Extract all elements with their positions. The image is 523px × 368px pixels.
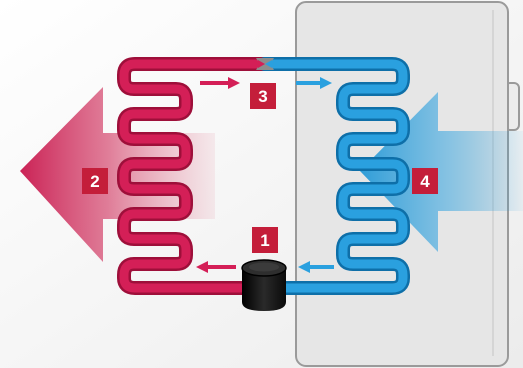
step-badge-4: 4 [412, 168, 438, 194]
step-badge-2: 2 [82, 168, 108, 194]
step-number-4: 4 [420, 172, 430, 191]
step-badge-3: 3 [250, 83, 276, 109]
step-number-1: 1 [260, 231, 269, 250]
flow-arrow-bottom-hot [196, 261, 236, 273]
flow-arrow-top-cold [296, 77, 332, 89]
compressor-icon [241, 259, 287, 311]
step-number-2: 2 [90, 172, 99, 191]
step-badge-1: 1 [252, 227, 278, 253]
expansion-valve [256, 58, 274, 70]
flow-arrow-bottom-cold [298, 261, 334, 273]
condenser-coil [117, 57, 272, 295]
step-number-3: 3 [258, 87, 267, 106]
flow-arrow-top-hot [200, 77, 240, 89]
evaporator-coil [258, 57, 410, 295]
